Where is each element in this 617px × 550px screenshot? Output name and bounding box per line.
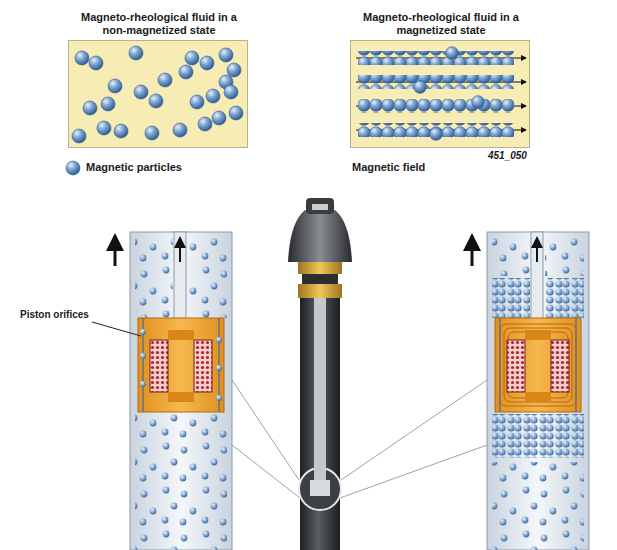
figure-number: 451_050 [488, 150, 527, 161]
part-label: Piston orifices [20, 309, 89, 320]
legend-ball [66, 161, 80, 175]
fluid-panel: Magneto-rheological fluid in a non-magne… [68, 40, 248, 148]
field-label: Magnetic field [352, 161, 425, 173]
fluid-panel: Magneto-rheological fluid in a magnetize… [350, 40, 530, 148]
panel-title: Magneto-rheological fluid in a magnetize… [358, 11, 524, 37]
legend-text: Magnetic particles [86, 161, 182, 173]
panel-title: Magneto-rheological fluid in a non-magne… [76, 11, 242, 37]
